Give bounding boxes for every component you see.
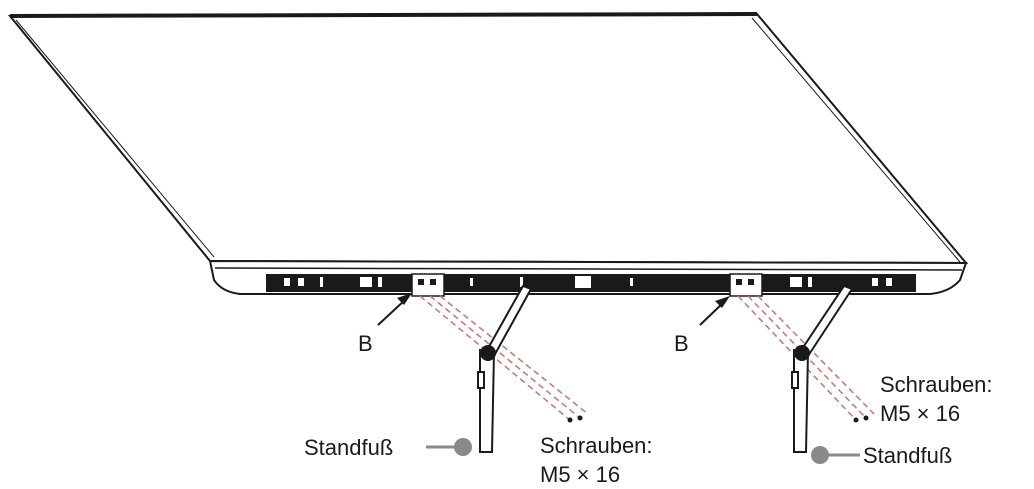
tv-panel-right-edge-inner xyxy=(751,17,961,263)
screw-path-left xyxy=(419,295,589,421)
bracket-right-mount xyxy=(729,273,763,297)
screws-left-size: M5 × 16 xyxy=(540,462,620,487)
bracket-left xyxy=(411,273,445,297)
screws-right xyxy=(853,415,869,423)
tv-panel-left-edge-inner xyxy=(15,19,215,258)
screws-right-size: M5 × 16 xyxy=(880,401,960,426)
stand-callout-left xyxy=(426,438,472,456)
tv-bottom-frame-line xyxy=(214,267,963,271)
tv-panel-outline xyxy=(7,12,969,265)
stand-foot-right-upper-arm xyxy=(798,284,854,358)
bracket-right-arrow xyxy=(699,296,730,326)
screws-left xyxy=(567,415,583,423)
stand-foot-right-joint xyxy=(794,345,810,361)
tv-panel xyxy=(7,12,969,265)
stand-foot-left-lower-arm xyxy=(479,348,496,453)
bracket-left-arrow xyxy=(377,293,412,326)
stand-foot-right-lower-arm xyxy=(793,348,810,453)
bracket-right xyxy=(729,273,763,297)
stand-left-label: Standfuß xyxy=(304,435,393,460)
bracket-left-label: B xyxy=(358,331,373,356)
stand-right-label: Standfuß xyxy=(863,443,952,468)
screws-left-title: Schrauben: xyxy=(540,433,653,458)
screws-right-title: Schrauben: xyxy=(880,372,993,397)
tv-bottom-strip-details xyxy=(284,276,892,288)
bracket-left-mount xyxy=(411,273,445,297)
bracket-right-label: B xyxy=(674,331,689,356)
stand-foot-left xyxy=(477,284,533,453)
stand-foot-left-upper-arm xyxy=(484,284,533,358)
stand-foot-left-joint xyxy=(480,345,496,361)
stand-callout-right xyxy=(811,446,860,464)
tv-panel-top-edge xyxy=(9,12,758,18)
stand-foot-right xyxy=(791,284,854,453)
